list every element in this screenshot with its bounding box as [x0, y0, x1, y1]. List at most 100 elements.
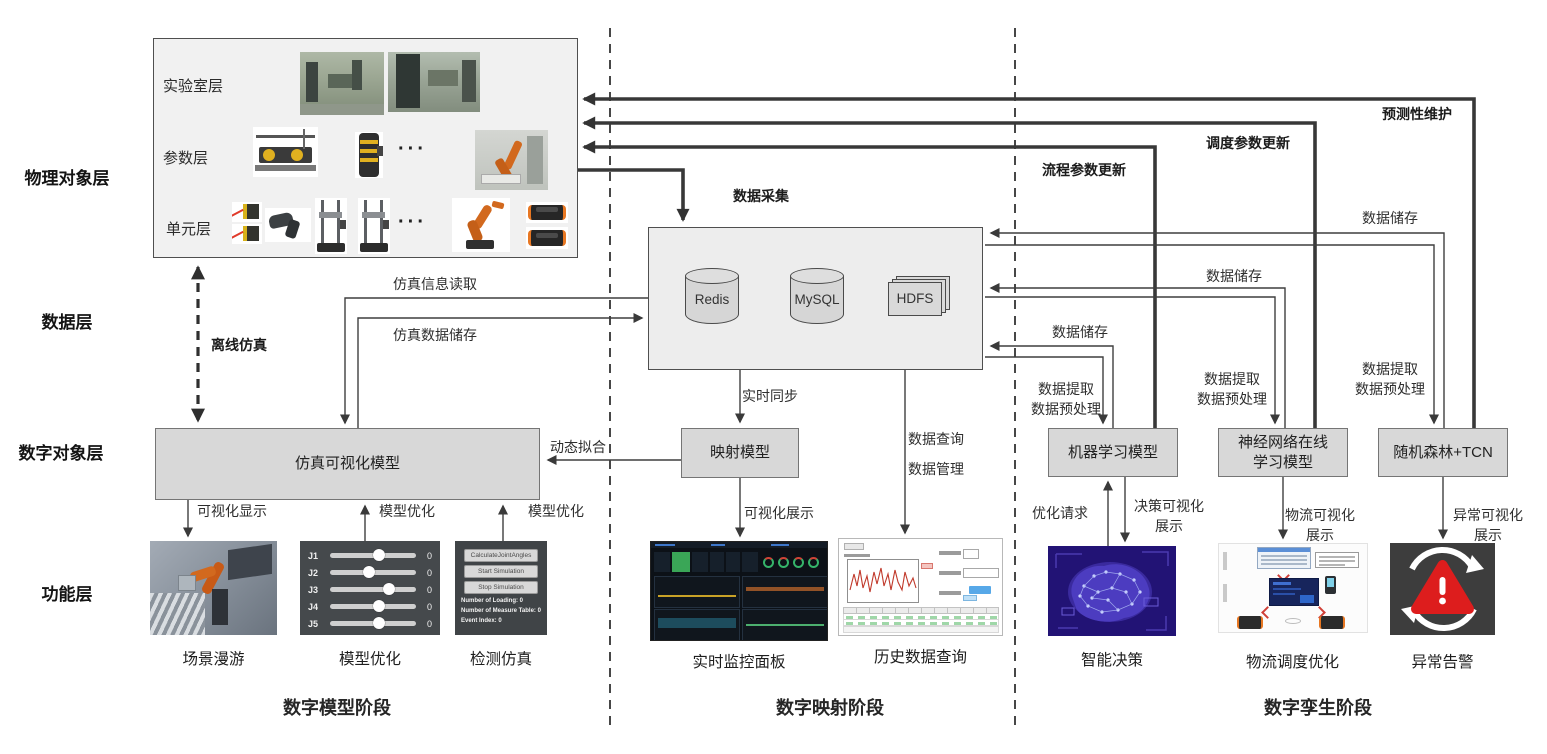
decor-chart-line: [658, 595, 736, 597]
sim-visual-model-box: 仿真可视化模型: [155, 428, 540, 500]
decor-crosshead: [362, 212, 385, 218]
decor-stat-tile: [710, 552, 724, 572]
slider-knob[interactable]: [373, 617, 385, 629]
slider-label: J3: [308, 584, 319, 595]
decor-cabinets: [428, 70, 458, 86]
start-simulation-button[interactable]: Start Simulation: [463, 565, 539, 578]
decor-titlebar: [1258, 548, 1310, 552]
calculate-joint-angles-button[interactable]: CalculateJointAngles: [463, 549, 539, 562]
decor-machine: [352, 60, 362, 90]
flow-label-offline-sim: 离线仿真: [211, 337, 267, 353]
decor-stat-tile: [692, 552, 708, 572]
layer-label-digital: 数字对象层: [18, 444, 104, 463]
decor-agv-top: [536, 233, 558, 238]
ml-model-box: 机器学习模型: [1048, 428, 1178, 477]
decor-table-header: [843, 607, 999, 614]
gauge-icon: [793, 557, 804, 568]
decor-query-button[interactable]: [844, 543, 864, 550]
data-preprocess-text: 数据预处理: [1355, 381, 1425, 398]
decor-crosshead: [319, 212, 342, 218]
flow-label-data-manage: 数据管理: [908, 461, 964, 477]
decor-screen-bar: [1273, 593, 1295, 595]
slider-track[interactable]: [330, 600, 416, 612]
decor-form-select[interactable]: [963, 568, 999, 578]
decor-text-line: [1319, 564, 1345, 566]
caption-logistics: 物流调度优化: [1245, 654, 1339, 671]
unit-sensor-image-2: [232, 224, 262, 244]
decor-table-scrollbar[interactable]: [843, 626, 999, 633]
unit-agv-image-2: [526, 227, 568, 249]
rf-tcn-model-box: 随机森林+TCN: [1378, 428, 1508, 477]
ml-model-label: 机器学习模型: [1067, 443, 1158, 461]
mysql-database: MySQL: [790, 268, 844, 328]
mysql-label: MySQL: [794, 292, 840, 307]
decor-band: [360, 140, 378, 144]
slider-value: 0: [426, 567, 432, 578]
stop-simulation-button[interactable]: Stop Simulation: [463, 581, 539, 594]
decor-cab: [178, 575, 196, 591]
slider-track[interactable]: [330, 583, 416, 595]
decor-path-ellipse: [1285, 618, 1301, 624]
logistics-vis-text: 物流可视化: [1285, 507, 1355, 523]
slider-knob[interactable]: [373, 549, 385, 561]
decor-stat-tile: [742, 552, 758, 572]
unit-tester-image-1: [315, 198, 347, 254]
data-extract-text: 数据提取: [1362, 361, 1418, 377]
mapping-model-box: 映射模型: [681, 428, 799, 478]
param-machine-image: [253, 127, 318, 177]
decor-form-value[interactable]: [963, 549, 979, 559]
caption-detect-sim: 检测仿真: [469, 651, 532, 668]
ellipsis-unit-row: ···: [398, 211, 427, 233]
decor-drum: [291, 149, 303, 161]
decor-fence: [527, 136, 543, 184]
decor-floor: [300, 104, 384, 115]
decor-band: [360, 158, 378, 162]
flow-label-process-param-update: 流程参数更新: [1042, 162, 1126, 178]
slider-knob[interactable]: [373, 600, 385, 612]
decor-chart-panel: [654, 609, 740, 640]
slider-track[interactable]: [330, 549, 416, 561]
stage-label-digital-model: 数字模型阶段: [283, 698, 391, 718]
nn-online-model-box: 神经网络在线 学习模型: [1218, 428, 1348, 477]
decor-note-box: [1315, 552, 1359, 568]
decor-nav-item: [711, 543, 725, 546]
decor-form-label: [939, 591, 961, 595]
decor-reset-button[interactable]: [963, 595, 977, 601]
agv-icon: [1237, 616, 1263, 629]
caption-scene-roam: 场景漫游: [182, 651, 245, 668]
decor-form-label: [939, 571, 961, 575]
slider-value: 0: [426, 550, 432, 561]
brain-network-graphic: [1055, 551, 1169, 631]
decor-laser-beam: [232, 230, 244, 240]
flow-label-sim-info-read: 仿真信息读取: [393, 276, 477, 292]
decor-robot-wrist: [491, 200, 505, 210]
decor-column: [337, 200, 340, 244]
decor-chart-panel: [742, 576, 827, 608]
decor-search-button[interactable]: [969, 586, 991, 594]
decor-text-line: [1319, 560, 1355, 562]
slider-track[interactable]: [330, 566, 416, 578]
decor-screen-bar: [1273, 582, 1291, 585]
slider-track[interactable]: [330, 617, 416, 629]
decor-table-row[interactable]: [843, 614, 999, 620]
decor-table-row[interactable]: [843, 620, 999, 626]
decor-laser-beam: [232, 208, 244, 218]
decor-shelving: [150, 593, 205, 635]
decor-text-line: [1319, 556, 1355, 558]
unit-tester-image-2: [358, 198, 390, 254]
data-preprocess-text: 数据预处理: [1031, 401, 1101, 418]
slider-knob[interactable]: [383, 583, 396, 595]
stage-label-digital-twin: 数字孪生阶段: [1264, 698, 1372, 718]
flow-label-data-store-nn: 数据储存: [1206, 268, 1262, 284]
decor-nav-item: [655, 543, 675, 546]
decor-column: [364, 200, 367, 244]
decor-sensor: [243, 226, 259, 241]
ellipsis-param-row: ···: [398, 138, 427, 160]
param-robot-photo: [475, 130, 548, 190]
monitor-dashboard-image: [650, 541, 828, 641]
slider-knob[interactable]: [362, 566, 375, 578]
slider-label: J2: [308, 567, 319, 578]
decor-arm: [377, 146, 383, 156]
decor-tower-body: [359, 133, 379, 177]
flow-label-opt-request: 优化请求: [1032, 505, 1088, 521]
